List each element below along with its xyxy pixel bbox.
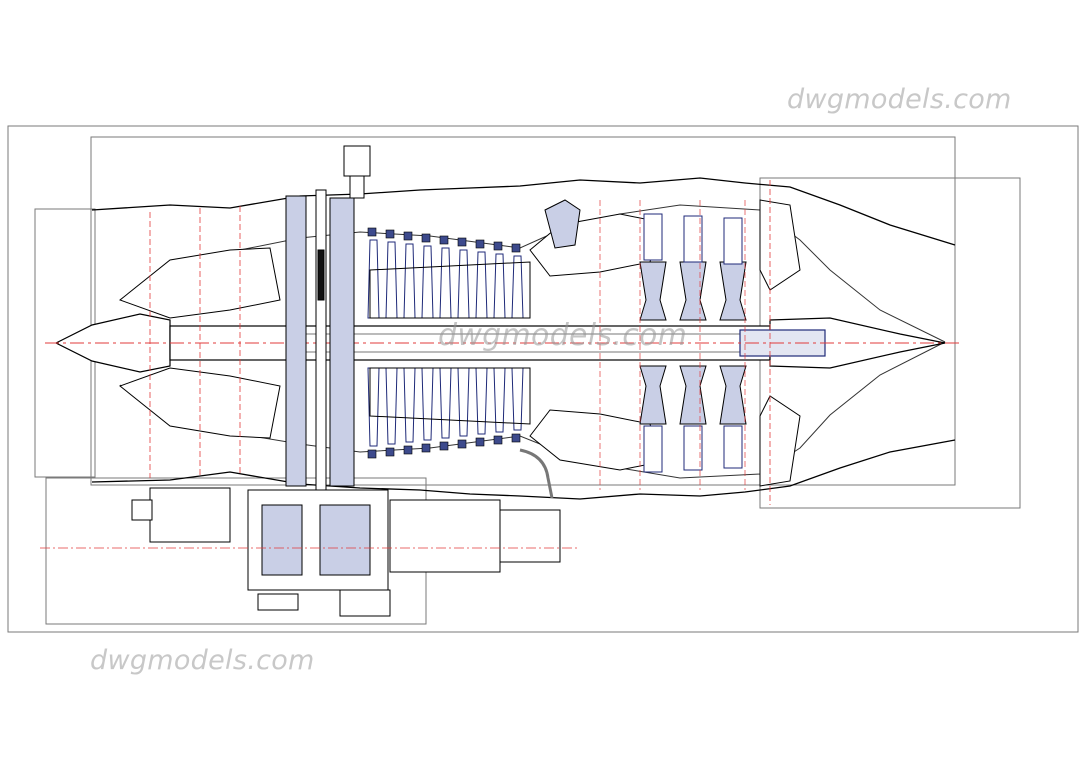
watermark-center: dwgmodels.com	[438, 318, 688, 353]
compressor-bolt-lower	[475, 437, 485, 447]
turbine-disk-lower	[639, 365, 667, 425]
exhaust-strut-upper	[759, 199, 801, 291]
accessory-top-unit	[343, 145, 371, 177]
turbine-disk-upper	[639, 261, 667, 321]
exhaust-struts	[759, 180, 801, 505]
compressor-blade-upper	[403, 243, 416, 319]
watermark-bottom-left: dwgmodels.com	[90, 645, 315, 676]
gearbox-bottom-pump	[339, 589, 391, 617]
compressor-bolt-lower	[367, 449, 377, 459]
turbine-disk-upper	[719, 261, 747, 321]
combustor	[519, 199, 661, 499]
turbine-disk-lower	[679, 365, 707, 425]
compressor-blade-lower	[511, 367, 524, 431]
intermediate-frame-web	[329, 197, 355, 487]
turbine-blade-upper	[683, 215, 703, 263]
compressor-bolt-lower	[457, 439, 467, 449]
gearbox-gear-b	[319, 504, 371, 576]
fuel-pipe-lower	[519, 448, 554, 499]
compressor-bolt-lower	[493, 435, 503, 445]
turbine-blade-lower	[643, 425, 663, 473]
outer-frame	[7, 125, 1079, 633]
compressor-bolt-upper	[403, 231, 413, 241]
front-frame-web	[285, 195, 307, 487]
compressor-blade-upper	[385, 241, 398, 319]
engine-bounding-frame	[90, 136, 956, 486]
gearbox-gear-a	[261, 504, 303, 576]
compressor-drum-lower	[369, 367, 531, 425]
turbine-blade-lower	[723, 425, 743, 469]
gearbox-left-cap	[131, 499, 153, 521]
compressor-bolt-upper	[439, 235, 449, 245]
turbine-stages	[599, 200, 747, 490]
compressor-blade-upper	[457, 249, 470, 319]
front-frame	[285, 145, 371, 491]
compressor-bolt-lower	[385, 447, 395, 457]
radial-driveshaft	[315, 189, 327, 491]
starter-unit	[389, 499, 501, 573]
compressor-blade-upper	[421, 245, 434, 319]
accessory-top-neck	[349, 175, 365, 199]
compressor-bolt-upper	[493, 241, 503, 251]
turbine-blade-lower	[683, 425, 703, 471]
casing-lower	[91, 439, 956, 500]
gearbox-left-unit	[149, 487, 231, 543]
compressor-bolt-upper	[421, 233, 431, 243]
starter-rear	[499, 509, 561, 563]
accessory-gearbox	[40, 487, 580, 617]
exhaust-strut-lower	[759, 395, 801, 487]
compressor-blade-lower	[439, 367, 452, 439]
inlet-section	[118, 206, 281, 478]
turbine-disk-upper	[679, 261, 707, 321]
gearbox-bottom-fitting	[257, 593, 299, 611]
watermark-top-right: dwgmodels.com	[787, 84, 1012, 115]
compressor-blade-lower	[475, 367, 488, 435]
compressor-bolt-lower	[511, 433, 521, 443]
compressor-blade-upper	[475, 251, 488, 319]
compressor-stages	[367, 227, 531, 459]
compressor-blade-lower	[385, 367, 398, 445]
compressor-bolt-upper	[385, 229, 395, 239]
compressor-bolt-upper	[511, 243, 521, 253]
compressor-bolt-upper	[367, 227, 377, 237]
compressor-bolt-upper	[457, 237, 467, 247]
compressor-bolt-lower	[403, 445, 413, 455]
casing-upper	[91, 177, 956, 246]
compressor-drum-upper	[369, 261, 531, 319]
fuel-nozzle-upper	[544, 199, 581, 249]
compressor-blade-lower	[421, 367, 434, 441]
compressor-bolt-upper	[475, 239, 485, 249]
turbine-disk-lower	[719, 365, 747, 425]
driveshaft-gear	[317, 249, 325, 301]
compressor-blade-upper	[439, 247, 452, 319]
turbine-blade-upper	[643, 213, 663, 261]
compressor-blade-upper	[511, 255, 524, 319]
compressor-blade-lower	[457, 367, 470, 437]
compressor-bolt-lower	[421, 443, 431, 453]
compressor-bolt-lower	[439, 441, 449, 451]
compressor-blade-lower	[403, 367, 416, 443]
turbine-blade-upper	[723, 217, 743, 265]
